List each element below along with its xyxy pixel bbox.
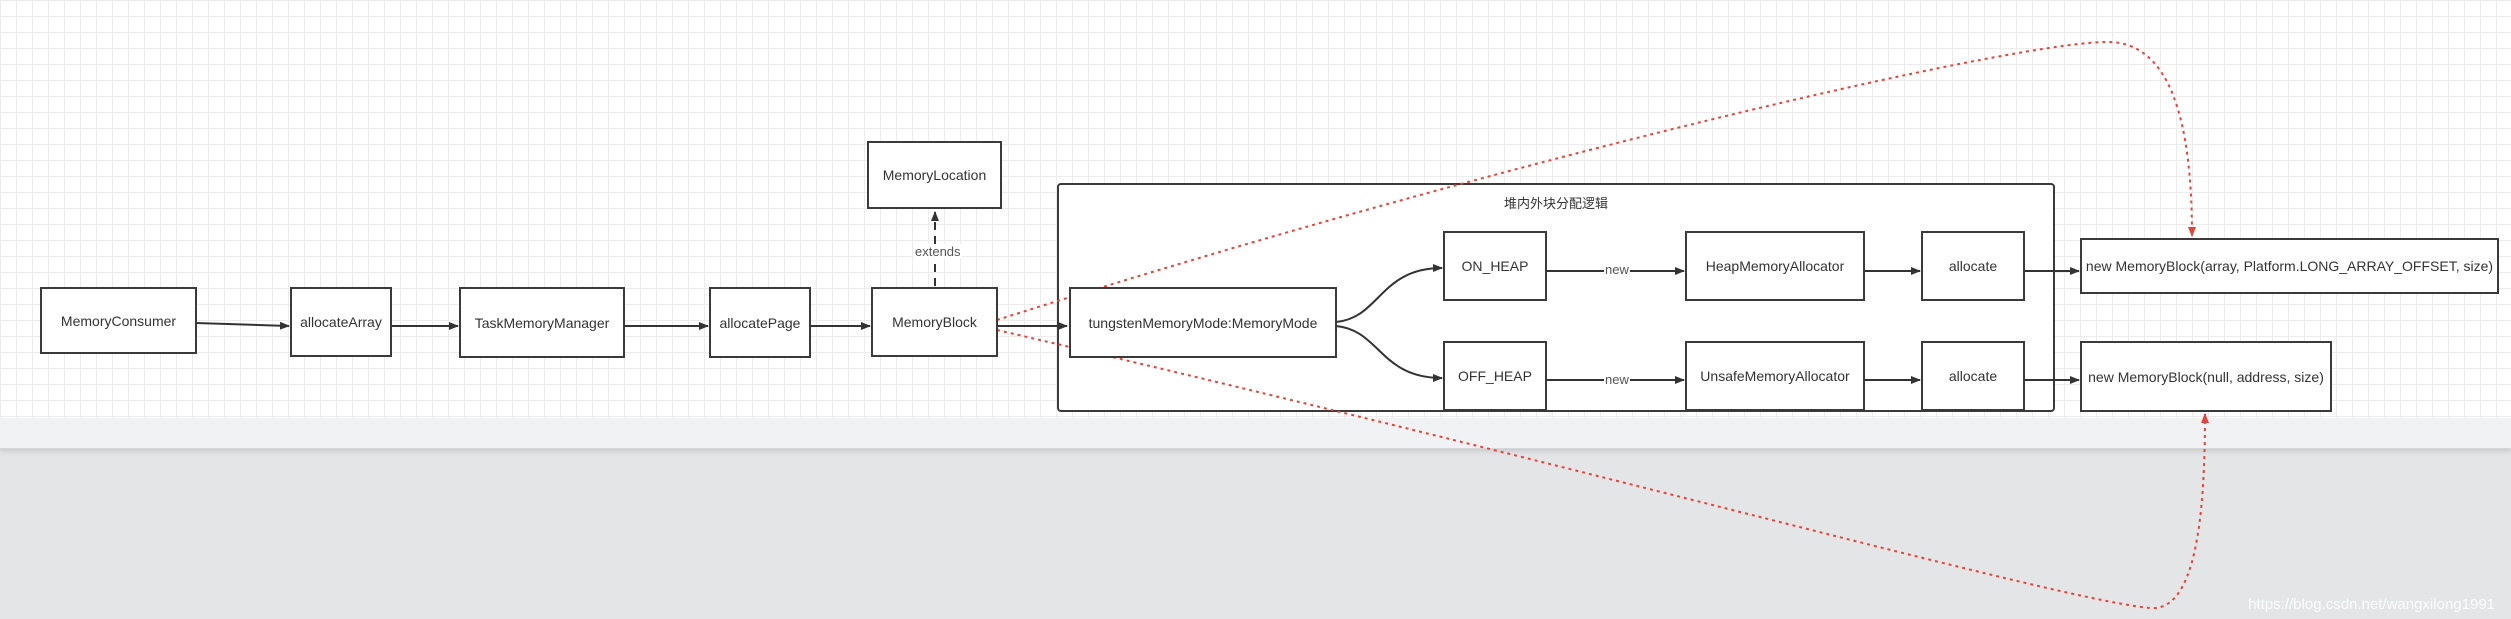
node-heap-memory-allocator[interactable]: HeapMemoryAllocator xyxy=(1685,231,1865,301)
node-unsafe-memory-allocator[interactable]: UnsafeMemoryAllocator xyxy=(1685,341,1865,411)
watermark: https://blog.csdn.net/wangxilong1991 xyxy=(2248,596,2495,613)
edge-label-extends: extends xyxy=(914,244,962,259)
node-memory-location[interactable]: MemoryLocation xyxy=(867,141,1002,209)
node-tungsten-memory-mode[interactable]: tungstenMemoryMode:MemoryMode xyxy=(1069,287,1337,358)
node-new-block-offheap[interactable]: new MemoryBlock(null, address, size) xyxy=(2080,341,2332,412)
node-task-memory-manager[interactable]: TaskMemoryManager xyxy=(459,287,625,358)
node-allocate-heap[interactable]: allocate xyxy=(1921,231,2025,301)
edge-consumer-to-allocatearray[interactable] xyxy=(195,321,290,330)
edge-label-new-offheap: new xyxy=(1604,372,1630,387)
node-new-block-heap[interactable]: new MemoryBlock(array, Platform.LONG_ARR… xyxy=(2080,238,2499,294)
edge-label-new-heap: new xyxy=(1604,262,1630,277)
node-allocate-offheap[interactable]: allocate xyxy=(1921,341,2025,411)
node-off-heap[interactable]: OFF_HEAP xyxy=(1443,341,1547,411)
group-title: 堆内外块分配逻辑 xyxy=(1503,196,1608,211)
edge-tungsten-to-offheap[interactable] xyxy=(1335,325,1443,382)
canvas-bottom-border xyxy=(0,418,2511,449)
red-edge-memoryblock-to-offheap-result[interactable] xyxy=(996,329,2209,610)
node-memory-consumer[interactable]: MemoryConsumer xyxy=(40,287,197,354)
node-on-heap[interactable]: ON_HEAP xyxy=(1443,231,1547,301)
edge-tungsten-to-onheap[interactable] xyxy=(1335,264,1443,323)
red-edge-memoryblock-to-heap-result[interactable] xyxy=(996,40,2196,321)
node-allocate-page[interactable]: allocatePage xyxy=(709,287,811,358)
node-memory-block[interactable]: MemoryBlock xyxy=(871,287,998,357)
node-allocate-array[interactable]: allocateArray xyxy=(290,287,392,357)
